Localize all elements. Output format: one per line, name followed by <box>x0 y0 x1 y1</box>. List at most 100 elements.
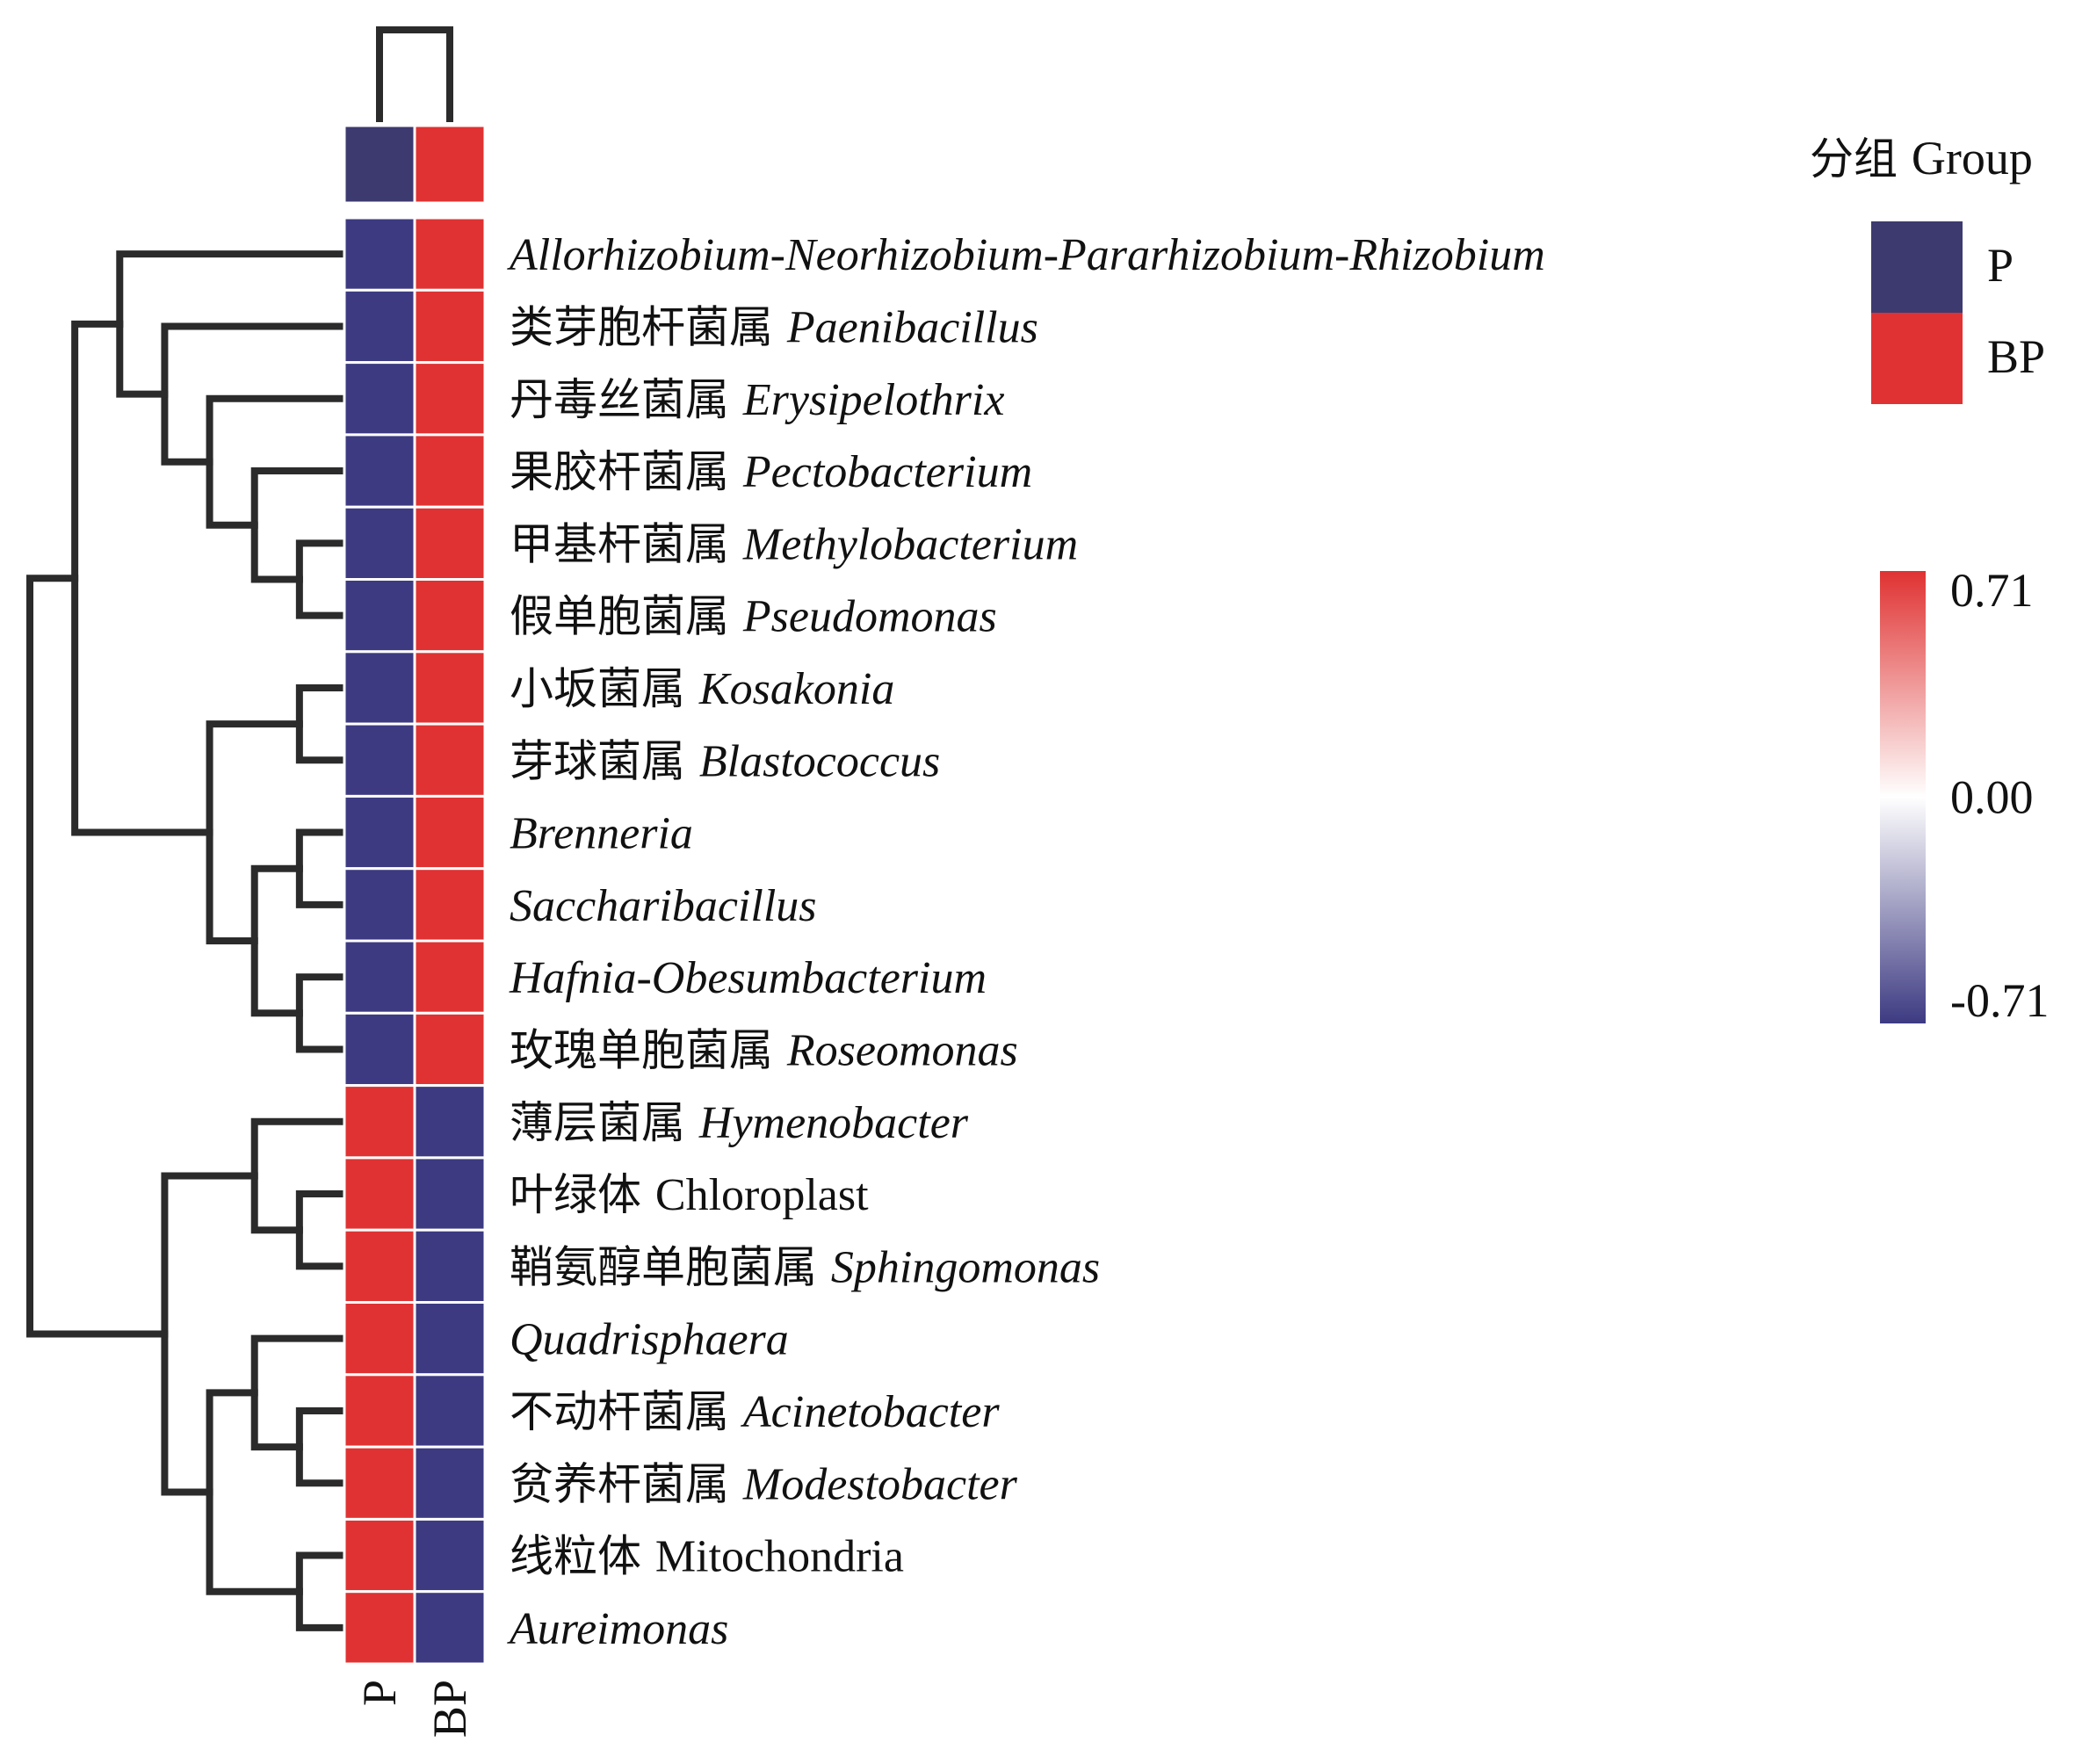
row-label-latin: Roseomonas <box>786 1025 1018 1075</box>
row-label: 丹毒丝菌属 Erysipelothrix <box>510 374 1004 425</box>
row-label: 类芽胞杆菌属 Paenibacillus <box>510 301 1038 352</box>
heatmap-cell <box>343 1228 416 1304</box>
heatmap-cell <box>343 1445 416 1521</box>
row-label: Hafnia-Obesumbacterium <box>509 953 987 1003</box>
heatmap-cell <box>413 722 487 798</box>
row-label: 果胶杆菌属 Pectobacterium <box>510 446 1032 497</box>
row-label-cn: 薄层菌属 <box>510 1097 699 1148</box>
colorbar-tick-label: 0.71 <box>1950 564 2034 617</box>
heatmap-cell <box>343 361 416 437</box>
row-label-latin: Blastococcus <box>699 736 940 786</box>
group-bar-cell <box>413 124 487 205</box>
legend-title: 分组 Group <box>1810 132 2033 184</box>
heatmap-cell <box>413 867 487 943</box>
heatmap-cell <box>343 722 416 798</box>
row-label-latin: Pectobacterium <box>742 447 1032 497</box>
row-label-latin: Acinetobacter <box>741 1387 1000 1437</box>
row-label-latin: Pseudomonas <box>742 592 997 642</box>
row-label-cn: 鞘氨醇单胞菌属 <box>510 1241 831 1292</box>
colorbar: 0.710.00-0.71 <box>1880 564 2049 1027</box>
row-label-latin: Quadrisphaera <box>510 1315 789 1365</box>
dendrogram-branch <box>206 394 348 529</box>
row-label-latin: Chloroplast <box>655 1170 869 1220</box>
dendrogram-branch <box>295 973 348 1053</box>
row-label-cn: 小坂菌属 <box>510 663 699 714</box>
heatmap-cell <box>343 1301 416 1377</box>
heatmap-cell <box>343 288 416 365</box>
row-label-latin: Sphingomonas <box>831 1242 1100 1292</box>
dendrogram-branch <box>71 320 213 836</box>
row-label-cn: 线粒体 <box>510 1531 655 1582</box>
row-label-cn: 甲基杆菌属 <box>510 518 743 569</box>
row-label-cn: 叶绿体 <box>510 1169 655 1220</box>
legend-title-cn: 分组 <box>1810 134 1912 184</box>
group-bar-cell <box>343 124 416 205</box>
heatmap-cell <box>413 505 487 582</box>
row-label: 鞘氨醇单胞菌属 Sphingomonas <box>510 1241 1100 1292</box>
heatmap-cell <box>413 1301 487 1377</box>
row-label: 叶绿体 Chloroplast <box>510 1169 869 1220</box>
heatmap-cell <box>413 1084 487 1160</box>
heatmap-cell <box>343 1590 416 1666</box>
row-label-latin: Kosakonia <box>698 664 894 714</box>
heatmap-cell <box>343 867 416 943</box>
row-label-latin: Allorhizobium-Neorhizobium-Pararhizobium… <box>507 230 1545 280</box>
row-label: 线粒体 Mitochondria <box>510 1531 904 1582</box>
row-label-cn: 果胶杆菌属 <box>510 446 743 497</box>
row-dendrogram <box>26 250 348 1631</box>
row-label-latin: Mitochondria <box>655 1532 904 1582</box>
row-label: 小坂菌属 Kosakonia <box>510 663 894 714</box>
row-label: 薄层菌属 Hymenobacter <box>510 1097 969 1148</box>
row-label-cn: 贫养杆菌属 <box>510 1458 743 1509</box>
colorbar-tick-label: -0.71 <box>1950 974 2049 1027</box>
row-label-latin: Brenneria <box>510 809 693 859</box>
heatmap-cell <box>413 578 487 654</box>
heatmap-cell <box>343 1011 416 1088</box>
heatmap-cell <box>343 1517 416 1594</box>
row-label: Aureimonas <box>507 1604 728 1654</box>
legend-label: BP <box>1987 330 2045 383</box>
heatmap-cell <box>413 1445 487 1521</box>
heatmap-cell <box>343 939 416 1015</box>
heatmap-cells <box>343 216 487 1666</box>
dendrogram-branch <box>295 539 348 619</box>
row-label: 玫瑰单胞菌属 Roseomonas <box>510 1024 1018 1075</box>
dendrogram-branch <box>161 322 348 466</box>
row-label: 假单胞菌属 Pseudomonas <box>510 591 997 642</box>
row-label: 甲基杆菌属 Methylobacterium <box>510 518 1078 569</box>
dendrogram-branch <box>250 864 303 1017</box>
dendrogram-branch <box>295 828 348 908</box>
heatmap-cell <box>413 1373 487 1449</box>
row-label-cn: 丹毒丝菌属 <box>510 374 743 425</box>
heatmap-cell <box>413 1517 487 1594</box>
row-label-latin: Aureimonas <box>507 1604 728 1654</box>
heatmap-cell <box>343 433 416 509</box>
row-label-cn: 不动杆菌属 <box>510 1386 743 1437</box>
heatmap-cell <box>413 433 487 509</box>
heatmap-cell <box>413 1156 487 1232</box>
heatmap-cell <box>343 505 416 582</box>
column-labels: P BP <box>353 1680 476 1738</box>
row-label-latin: Paenibacillus <box>786 302 1038 352</box>
colorbar-bar <box>1880 571 1926 1023</box>
row-label-latin: Hafnia-Obesumbacterium <box>509 953 987 1003</box>
row-label-cn: 假单胞菌属 <box>510 591 743 642</box>
row-label-cn: 芽球菌属 <box>510 735 699 786</box>
legend-swatch <box>1871 313 1963 404</box>
row-labels: Allorhizobium-Neorhizobium-Pararhizobium… <box>507 230 1545 1654</box>
row-label-latin: Hymenobacter <box>698 1098 969 1148</box>
heatmap-cell <box>343 578 416 654</box>
heatmap-cell <box>413 288 487 365</box>
column-label: P <box>353 1680 406 1706</box>
column-label: BP <box>423 1680 476 1738</box>
heatmap-cell <box>343 1084 416 1160</box>
heatmap-cell <box>343 794 416 871</box>
row-label: 不动杆菌属 Acinetobacter <box>510 1386 1000 1437</box>
row-label: 贫养杆菌属 Modestobacter <box>510 1458 1018 1509</box>
row-label-cn: 玫瑰单胞菌属 <box>510 1024 787 1075</box>
heatmap-cell <box>413 650 487 726</box>
heatmap-cell <box>413 1011 487 1088</box>
row-label-latin: Erysipelothrix <box>742 375 1005 425</box>
